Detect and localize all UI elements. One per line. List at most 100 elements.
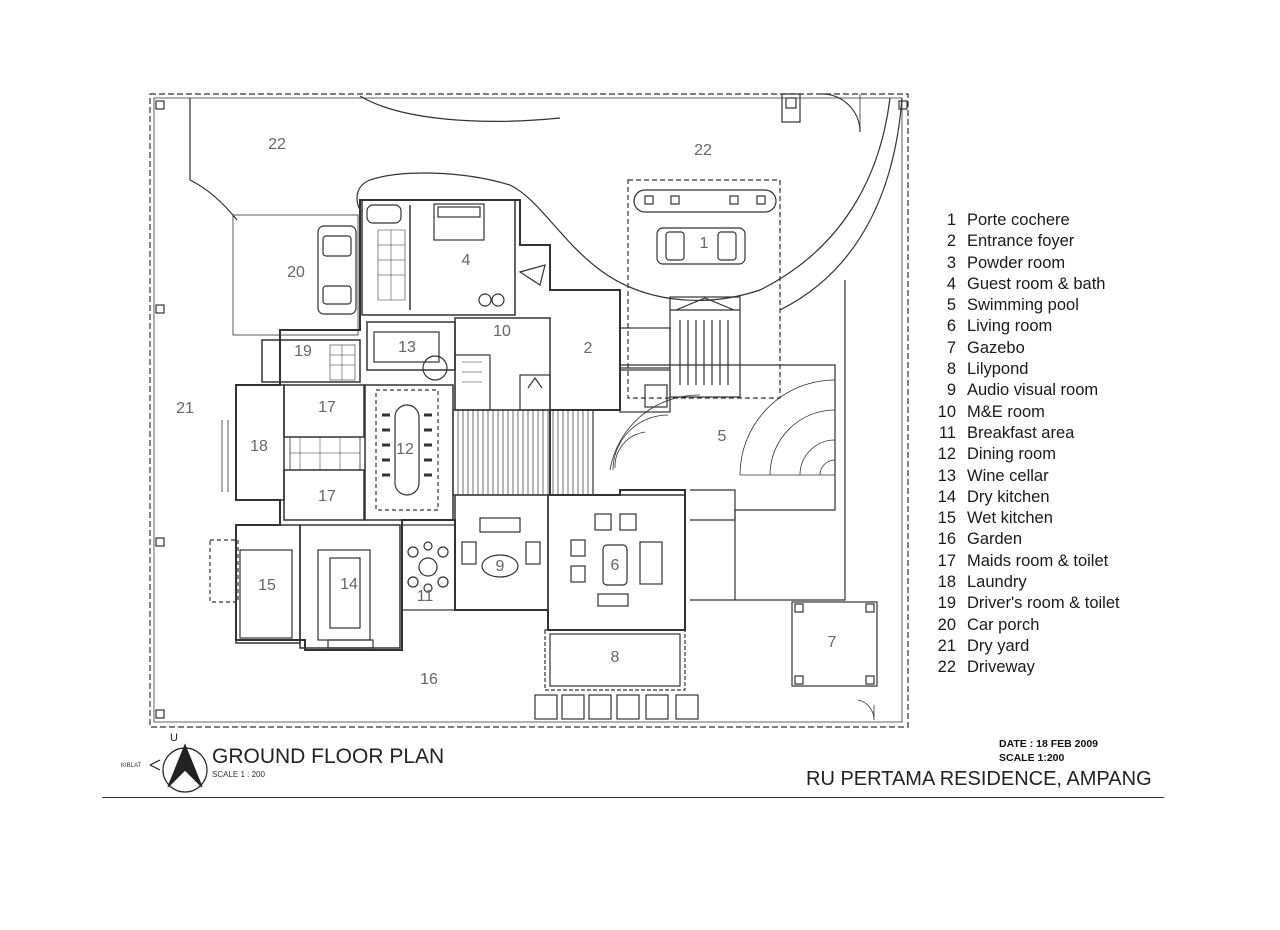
legend-room-name: Laundry bbox=[967, 573, 1027, 592]
legend-number: 16 bbox=[937, 530, 956, 549]
room-label: 22 bbox=[694, 142, 712, 159]
site-boundary-inner bbox=[153, 97, 903, 723]
room-label: 4 bbox=[462, 252, 471, 269]
legend-item: 13 Wine cellar bbox=[928, 466, 1168, 487]
legend-room-name: M&E room bbox=[967, 402, 1045, 421]
legend-number: 7 bbox=[946, 338, 956, 357]
legend-room-name: Porte cochere bbox=[967, 211, 1070, 229]
room-number-labels: 22 22 20 4 1 10 13 2 19 21 17 12 18 5 17… bbox=[176, 136, 836, 688]
scale-label: SCALE 1:200 bbox=[999, 752, 1065, 764]
legend-room-name: Swimming pool bbox=[967, 296, 1079, 315]
legend-item: 1 Porte cochere bbox=[928, 210, 1168, 231]
legend-room-name: Wet kitchen bbox=[967, 509, 1053, 528]
room-label: 5 bbox=[718, 428, 727, 445]
legend-number: 22 bbox=[937, 658, 956, 677]
room-label: 17 bbox=[318, 399, 336, 416]
date-label: DATE : 18 FEB 2009 bbox=[999, 738, 1099, 750]
site-boundary bbox=[149, 93, 909, 728]
legend-number: 13 bbox=[937, 466, 956, 485]
legend-number: 21 bbox=[937, 636, 956, 655]
legend-item: 12 Dining room bbox=[928, 444, 1168, 465]
room-label: 6 bbox=[611, 557, 620, 574]
legend-number: 19 bbox=[937, 594, 956, 613]
legend-number: 17 bbox=[937, 551, 956, 570]
room-label: 12 bbox=[396, 441, 414, 458]
room-label: 16 bbox=[420, 671, 438, 688]
legend-room-name: Living room bbox=[967, 317, 1053, 336]
plan-linework bbox=[149, 93, 909, 728]
room-label: 19 bbox=[294, 343, 312, 360]
legend-number: 8 bbox=[946, 360, 956, 379]
legend-item: 9 Audio visual room bbox=[928, 380, 1168, 401]
room-label: 17 bbox=[318, 488, 336, 505]
legend-room-name: Driveway bbox=[967, 658, 1035, 677]
legend-number: 2 bbox=[946, 232, 956, 251]
legend-item: 21 Dry yard bbox=[928, 636, 1168, 657]
legend-item: 10 M&E room bbox=[928, 402, 1168, 423]
legend-item: 14 Dry kitchen bbox=[928, 487, 1168, 508]
room-label: 10 bbox=[493, 323, 511, 340]
room-label: 11 bbox=[417, 588, 434, 605]
room-label: 13 bbox=[398, 339, 416, 356]
legend-number: 6 bbox=[946, 317, 956, 336]
legend-room-name: Dry yard bbox=[967, 636, 1030, 655]
legend-number: 10 bbox=[937, 402, 956, 421]
room-label: 15 bbox=[258, 577, 276, 594]
legend-room-name: Gazebo bbox=[967, 338, 1025, 357]
legend-number: 15 bbox=[937, 509, 956, 528]
legend-item: 2 Entrance foyer bbox=[928, 231, 1168, 252]
kiblat-label: KIBLAT bbox=[121, 763, 142, 769]
room-label: 14 bbox=[340, 576, 358, 593]
legend-item: 20 Car porch bbox=[928, 615, 1168, 636]
room-label: 22 bbox=[268, 136, 286, 153]
room-label: 7 bbox=[828, 634, 837, 651]
legend-item: 18 Laundry bbox=[928, 572, 1168, 593]
legend-room-name: Breakfast area bbox=[967, 423, 1075, 442]
legend-number: 1 bbox=[946, 211, 956, 229]
plan-title: GROUND FLOOR PLAN bbox=[212, 745, 445, 768]
room-label: 18 bbox=[250, 438, 268, 455]
legend-number: 5 bbox=[946, 296, 956, 315]
room-label: 8 bbox=[611, 649, 620, 666]
legend-item: 7 Gazebo bbox=[928, 338, 1168, 359]
legend-number: 12 bbox=[937, 445, 956, 464]
driveway-curve bbox=[356, 97, 891, 302]
legend-room-name: Car porch bbox=[967, 615, 1040, 634]
legend-number: 9 bbox=[946, 381, 956, 400]
legend-room-name: Audio visual room bbox=[967, 381, 1099, 400]
legend-item: 22 Driveway bbox=[928, 657, 1168, 678]
legend-room-name: Maids room & toilet bbox=[967, 551, 1109, 570]
legend-room-name: Dining room bbox=[967, 445, 1056, 464]
legend-number: 11 bbox=[938, 423, 956, 442]
legend-item: 5 Swimming pool bbox=[928, 295, 1168, 316]
legend-room-name: Dry kitchen bbox=[967, 487, 1050, 506]
legend-room-name: Driver's room & toilet bbox=[967, 594, 1120, 613]
legend-item: 11 Breakfast area bbox=[928, 423, 1168, 444]
legend-room-name: Powder room bbox=[967, 253, 1066, 272]
legend-number: 4 bbox=[946, 274, 956, 293]
title-block-rule bbox=[102, 797, 1164, 798]
legend-item: 17 Maids room & toilet bbox=[928, 551, 1168, 572]
project-name: RU PERTAMA RESIDENCE, AMPANG bbox=[806, 768, 1152, 790]
legend-room-name: Wine cellar bbox=[967, 466, 1049, 485]
legend-item: 6 Living room bbox=[928, 316, 1168, 337]
legend-room-name: Entrance foyer bbox=[967, 232, 1075, 251]
room-label: 9 bbox=[496, 558, 505, 575]
legend-number: 14 bbox=[937, 487, 956, 506]
legend-item: 19 Driver's room & toilet bbox=[928, 593, 1168, 614]
north-letter: U bbox=[170, 732, 178, 744]
room-label: 21 bbox=[176, 400, 194, 417]
room-label: 1 bbox=[700, 235, 709, 252]
plan-scale: SCALE 1 : 200 bbox=[212, 770, 265, 779]
legend-item: 3 Powder room bbox=[928, 253, 1168, 274]
legend-number: 20 bbox=[937, 615, 956, 634]
legend-item: 15 Wet kitchen bbox=[928, 508, 1168, 529]
room-legend: 1 Porte cochere 2 Entrance foyer 3 Powder roo… bbox=[928, 210, 1168, 679]
legend-number: 18 bbox=[937, 573, 956, 592]
legend-number: 3 bbox=[946, 253, 956, 272]
room-label: 2 bbox=[584, 340, 593, 357]
